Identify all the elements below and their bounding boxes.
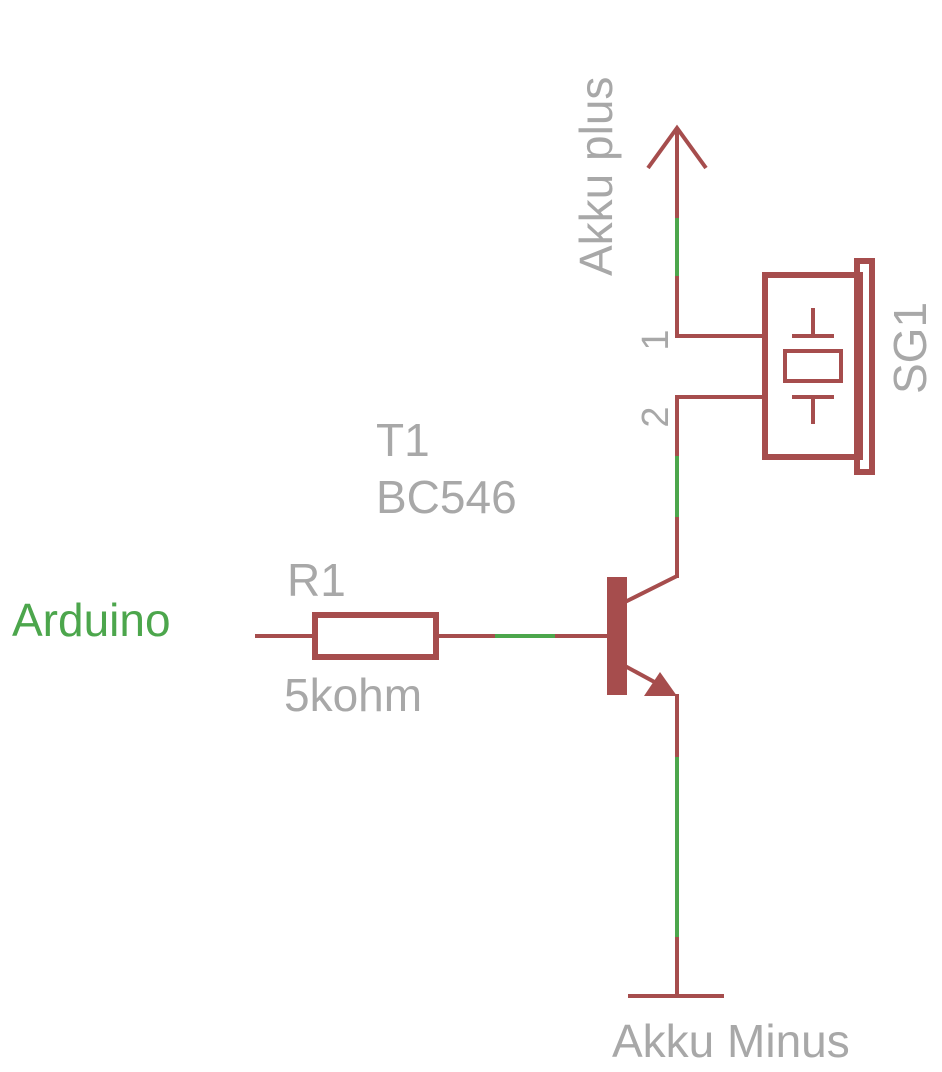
input-net-label: Arduino xyxy=(12,594,171,646)
pin1-label: 1 xyxy=(635,329,677,350)
resistor-symbol xyxy=(312,612,439,660)
transistor-symbol xyxy=(607,574,678,696)
transistor-value-label: BC546 xyxy=(376,471,517,523)
transistor-name-label: T1 xyxy=(376,414,430,466)
pin2-label: 2 xyxy=(635,406,677,427)
buzzer-name-label: SG1 xyxy=(884,302,936,394)
buzzer-symbol xyxy=(762,258,875,475)
resistor-value-label: 5kohm xyxy=(284,669,422,721)
ground-label: Akku Minus xyxy=(612,1015,850,1067)
resistor-name-label: R1 xyxy=(287,554,346,606)
supply-symbol xyxy=(646,124,708,336)
supply-label: Akku plus xyxy=(570,77,622,276)
